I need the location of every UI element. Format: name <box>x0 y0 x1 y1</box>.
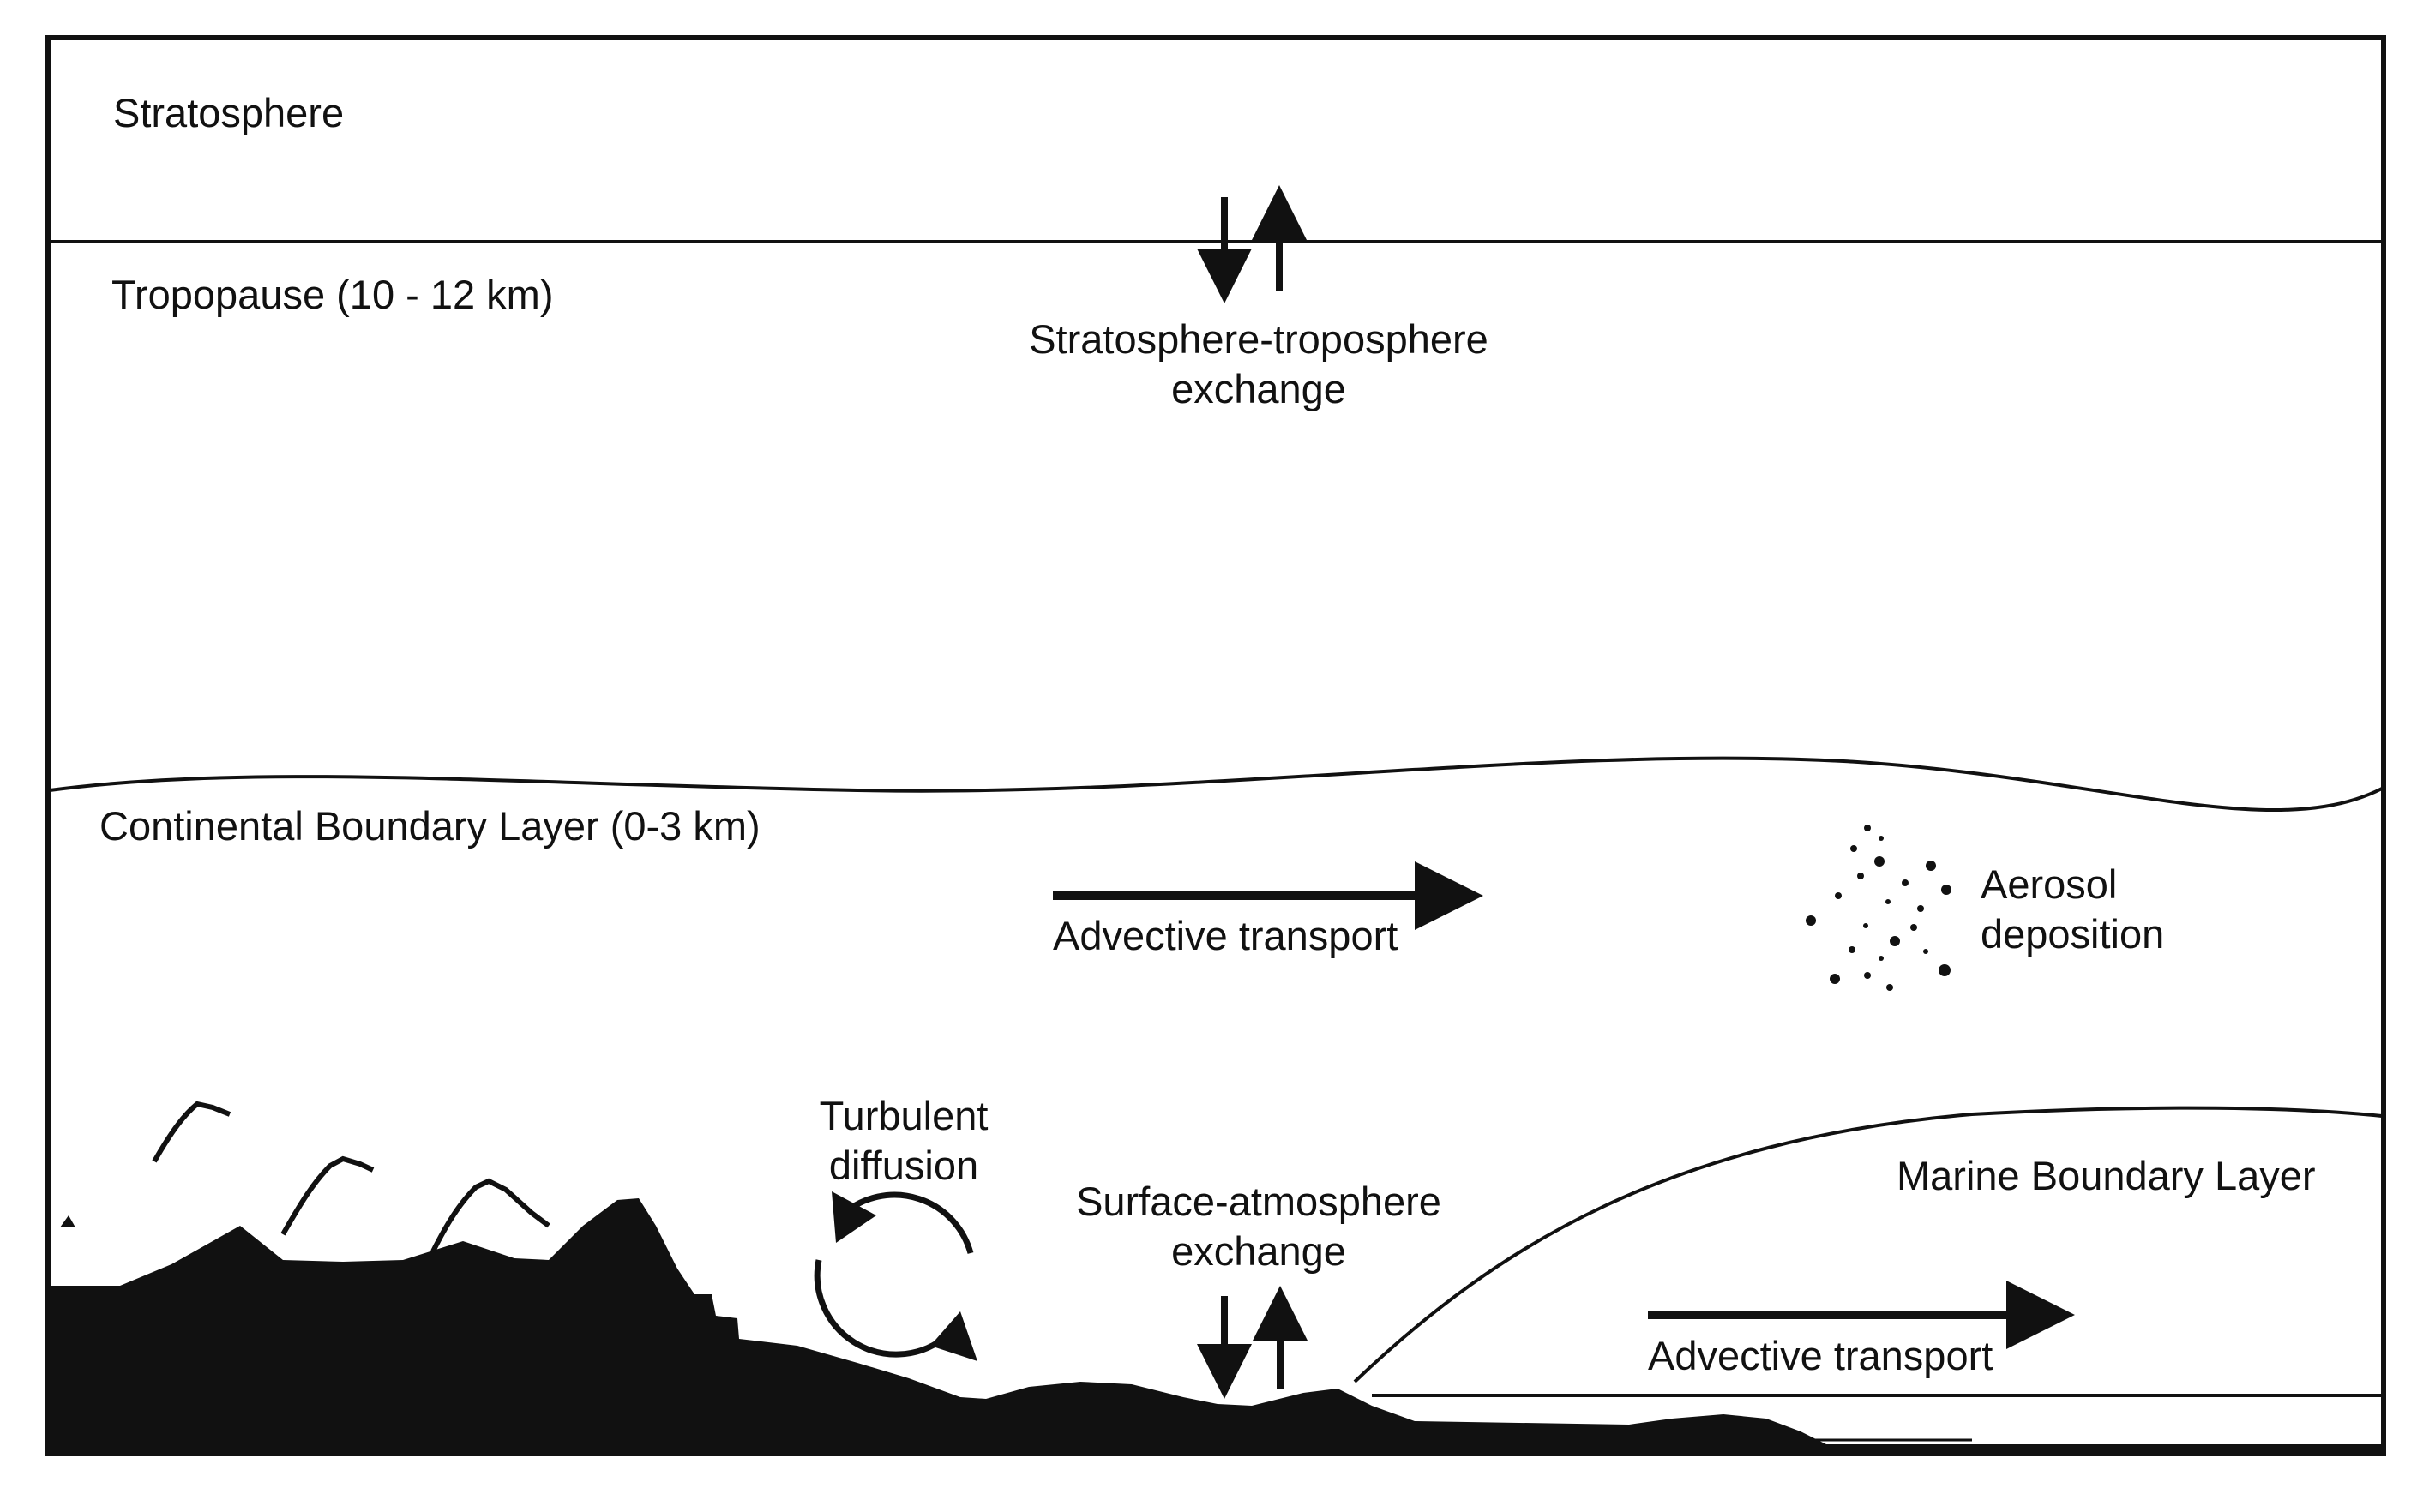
mountain-outline-4 <box>60 1215 75 1227</box>
mountain-outline-2 <box>280 1155 375 1236</box>
diagram-frame <box>45 35 2386 1456</box>
turbulent-diffusion-label-line1: Turbulent <box>820 1093 989 1138</box>
surface-atmosphere-exchange-label-line1: Surface-atmosphere <box>1076 1179 1441 1224</box>
aerosol-particles <box>1806 825 1951 991</box>
turbulent-diffusion-label-line2: diffusion <box>829 1143 978 1188</box>
continental-boundary-layer-label: Continental Boundary Layer (0-3 km) <box>99 803 761 849</box>
ste-label-line2: exchange <box>1171 366 1346 411</box>
land-silhouette <box>50 1198 2382 1452</box>
marine-boundary-layer-line <box>1353 1106 2383 1383</box>
advective-transport-label-lower: Advective transport <box>1648 1333 1993 1378</box>
turbulent-diffusion-arc-lower <box>814 1259 946 1358</box>
stratosphere-label: Stratosphere <box>113 90 344 135</box>
mountain-outline-3 <box>430 1178 550 1253</box>
ste-label-line1: Stratosphere-troposphere <box>1029 316 1488 362</box>
surface-atmosphere-exchange-label-line2: exchange <box>1171 1228 1346 1274</box>
mountain-outline-1 <box>152 1101 231 1163</box>
aerosol-deposition-label-line1: Aerosol <box>1981 861 2117 907</box>
turbulent-diffusion-arc-upper <box>843 1191 974 1254</box>
turbulent-arrowhead-2 <box>930 1311 977 1361</box>
aerosol-deposition-label-line2: deposition <box>1981 911 2164 957</box>
marine-boundary-layer-label: Marine Boundary Layer <box>1897 1153 2316 1198</box>
turbulent-arrowhead-1 <box>832 1191 876 1243</box>
advective-transport-label-upper: Advective transport <box>1053 913 1398 958</box>
tropopause-label: Tropopause (10 - 12 km) <box>111 272 554 317</box>
continental-boundary-layer-line <box>49 756 2383 813</box>
